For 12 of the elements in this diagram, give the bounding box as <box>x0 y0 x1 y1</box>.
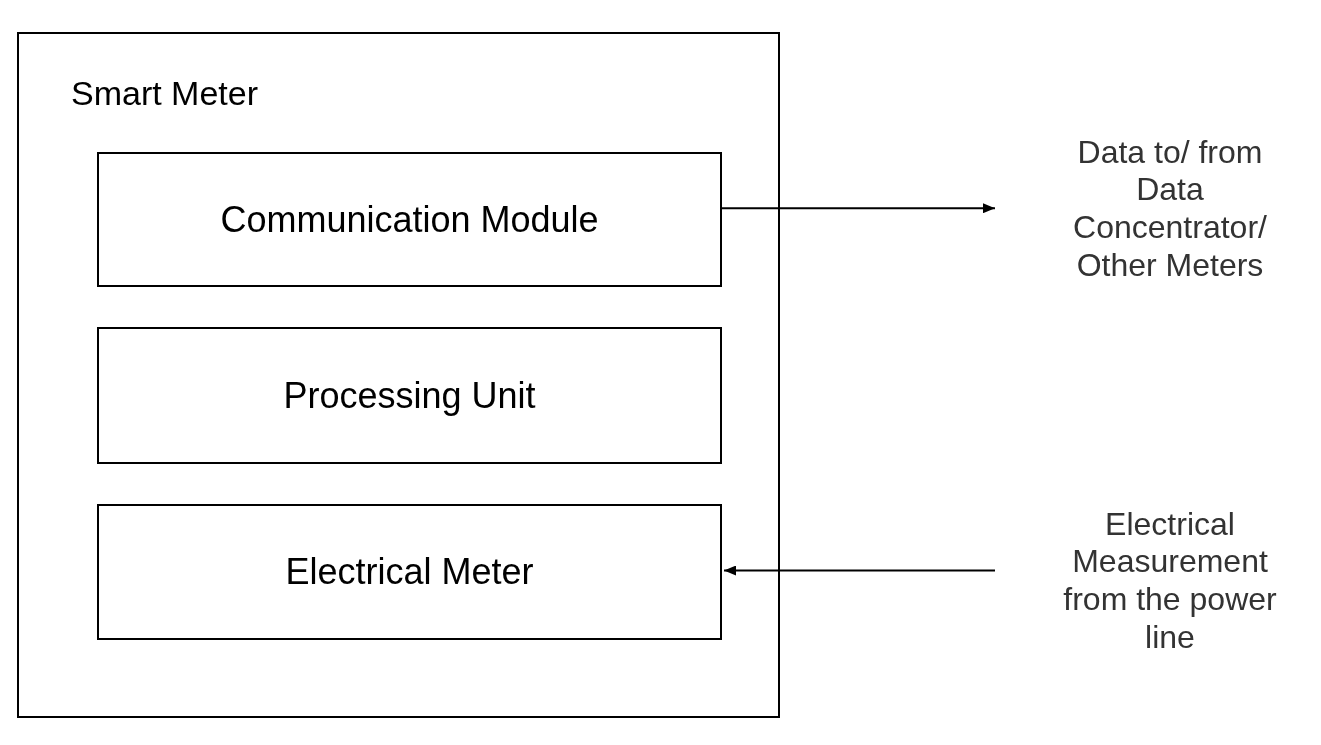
arrow <box>723 565 996 576</box>
module-box <box>97 327 722 464</box>
device-box <box>17 32 780 718</box>
module-heading: Smart Meter <box>71 74 259 113</box>
module-box <box>97 504 722 640</box>
module-box <box>97 152 722 287</box>
annotation-text: Electrical Measurement from the power line <box>1062 505 1278 657</box>
module-label: Electrical Meter <box>285 551 534 593</box>
arrow <box>721 203 996 214</box>
module-label: Processing Unit <box>283 374 536 417</box>
module-label: Communication Module <box>220 198 599 241</box>
annotation-text: Data to/ from Data Concentrator/ Other Meters <box>1072 133 1268 285</box>
